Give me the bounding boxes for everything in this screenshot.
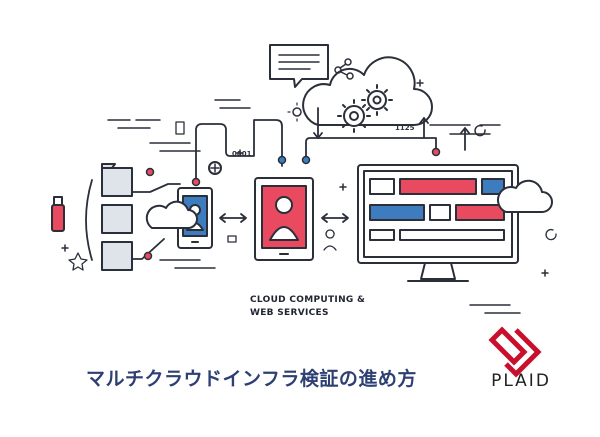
binary-label-left: 0001 bbox=[232, 150, 252, 158]
cloud-icon bbox=[145, 200, 198, 229]
caption-line-2: WEB SERVICES bbox=[250, 308, 329, 318]
monitor-icon bbox=[357, 164, 519, 282]
arrow-icons bbox=[313, 117, 470, 151]
illustration-caption: CLOUD COMPUTING & WEB SERVICES bbox=[250, 294, 365, 320]
decorative-dashes bbox=[107, 99, 521, 314]
sun-icon bbox=[292, 107, 302, 117]
cloud-gears-icon bbox=[302, 56, 433, 133]
plaid-logo-icon bbox=[488, 326, 542, 378]
tablet-icon bbox=[254, 177, 314, 261]
double-arrow-icons bbox=[219, 213, 349, 223]
star-icon bbox=[68, 252, 88, 271]
usb-drive-icon bbox=[51, 196, 65, 232]
share-network-icon bbox=[334, 58, 354, 80]
caption-line-1: CLOUD COMPUTING & bbox=[250, 295, 366, 305]
refresh-icon bbox=[474, 124, 486, 137]
binary-label-right: 1125 bbox=[395, 124, 415, 132]
sparkle-icons bbox=[61, 79, 549, 277]
page-title: マルチクラウドインフラ検証の進め方 bbox=[86, 368, 417, 390]
plaid-wordmark: PLAID bbox=[491, 371, 551, 391]
chat-bubble-icon bbox=[269, 44, 329, 88]
cloud-icon bbox=[497, 179, 553, 213]
folder-icons bbox=[101, 163, 133, 271]
connector-lines bbox=[129, 107, 437, 260]
node-dots bbox=[143, 147, 441, 261]
